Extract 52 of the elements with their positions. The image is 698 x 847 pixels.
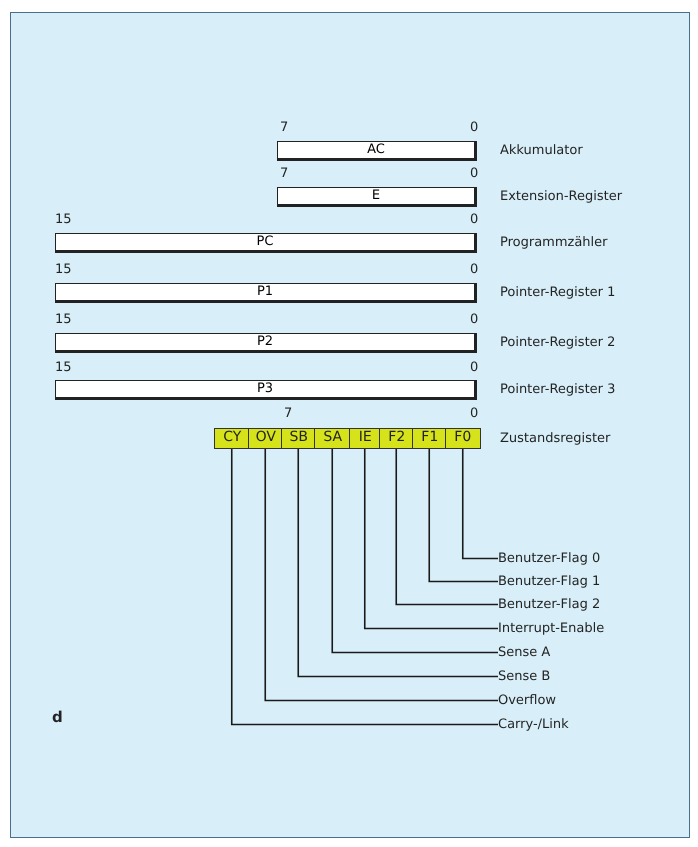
- flag-name: Benutzer-Flag 0: [498, 551, 600, 566]
- flag-name: Benutzer-Flag 1: [498, 574, 600, 589]
- flag-name: Overflow: [498, 693, 556, 708]
- leader-line: [395, 449, 498, 606]
- flag-name: Sense B: [498, 669, 550, 684]
- bit-number: 0: [470, 360, 478, 375]
- register-name: Zustandsregister: [500, 431, 610, 446]
- register-box: P2: [55, 333, 477, 353]
- register-name: Pointer-Register 2: [500, 335, 616, 350]
- register-box: PC: [55, 233, 477, 253]
- register-name: Pointer-Register 3: [500, 382, 616, 397]
- leader-line: [364, 449, 498, 630]
- bit-number: 0: [470, 262, 478, 277]
- leader-line: [331, 449, 498, 654]
- flag-bit: F1: [412, 428, 446, 449]
- register-box: P1: [55, 283, 477, 303]
- register-name: Akkumulator: [500, 143, 583, 158]
- flag-name: Benutzer-Flag 2: [498, 597, 600, 612]
- bit-number: 15: [55, 212, 72, 227]
- bit-number: 7: [280, 166, 288, 181]
- panel-letter: d: [52, 710, 63, 725]
- flag-bit: F2: [379, 428, 414, 449]
- leader-line: [428, 449, 498, 582]
- flag-name: Interrupt-Enable: [498, 621, 604, 636]
- flag-bit: F0: [445, 428, 480, 449]
- register-box: P3: [55, 380, 477, 400]
- bit-number: 7: [284, 406, 292, 421]
- flag-bit: SA: [314, 428, 350, 449]
- register-box: AC: [277, 141, 477, 161]
- register-box: E: [277, 187, 477, 207]
- bit-number: 0: [470, 120, 478, 135]
- leader-line: [230, 449, 498, 726]
- flag-bit: IE: [349, 428, 380, 449]
- flag-name: Sense A: [498, 645, 550, 660]
- bit-number: 15: [55, 360, 72, 375]
- register-name: Extension-Register: [500, 189, 622, 204]
- register-name: Programmzähler: [500, 235, 608, 250]
- bit-number: 0: [470, 312, 478, 327]
- flag-bit: CY: [214, 428, 250, 449]
- bit-number: 7: [280, 120, 288, 135]
- leader-line: [297, 449, 498, 678]
- bit-number: 15: [55, 262, 72, 277]
- leader-line: [264, 449, 498, 702]
- register-name: Pointer-Register 1: [500, 285, 616, 300]
- bit-number: 0: [470, 212, 478, 227]
- bit-number: 15: [55, 312, 72, 327]
- bit-number: 0: [470, 166, 478, 181]
- flag-name: Carry-/Link: [498, 717, 569, 732]
- flag-bit: OV: [248, 428, 282, 449]
- leader-line: [462, 449, 498, 560]
- flag-bit: SB: [281, 428, 316, 449]
- bit-number: 0: [470, 406, 478, 421]
